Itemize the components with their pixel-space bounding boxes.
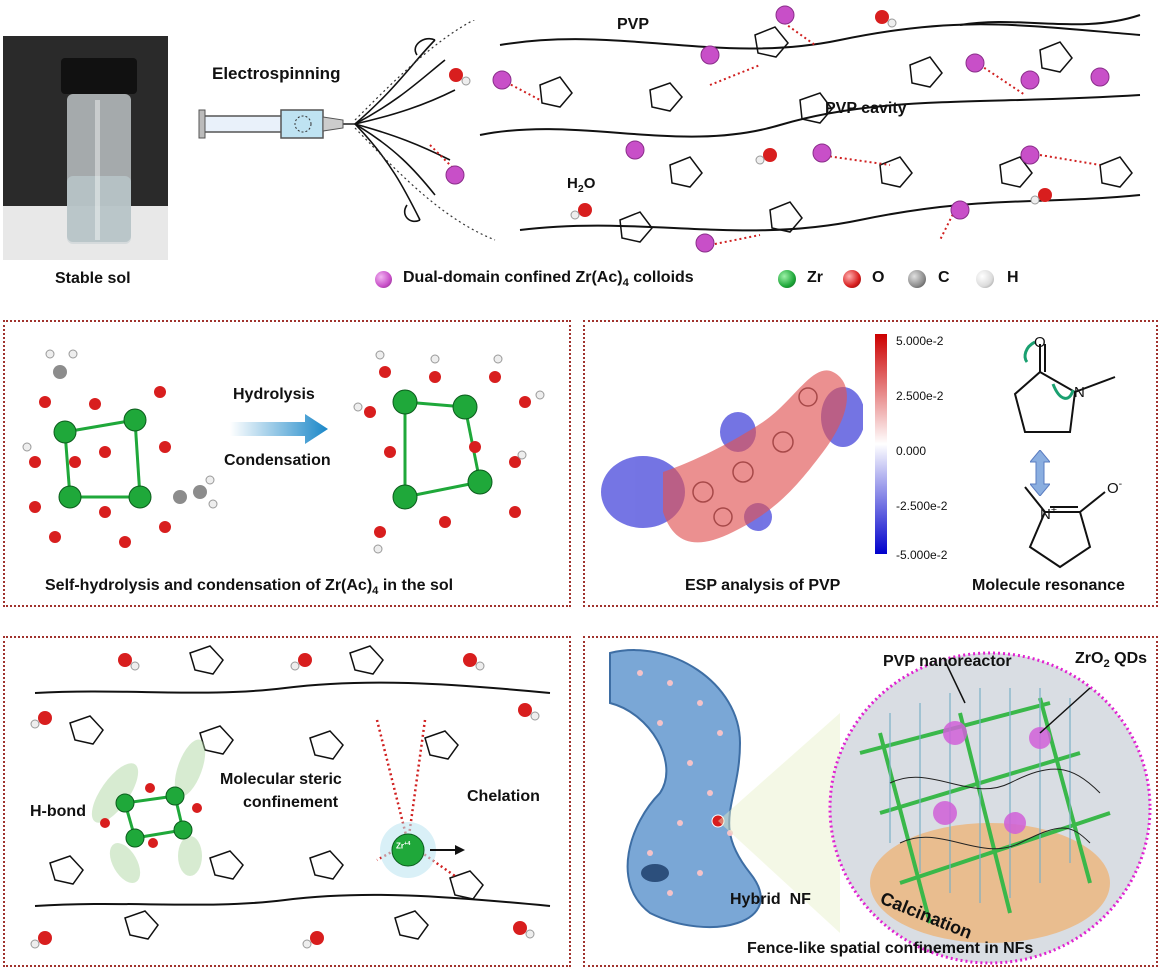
stable-sol-label: Stable sol [55, 270, 131, 287]
legend-o-label: O [872, 269, 885, 286]
esp-color-scale-bar [875, 334, 887, 554]
panel-hydrolysis: Hydrolysis Condensation Self-hydrolysis … [3, 320, 571, 607]
legend-c-label: C [938, 269, 950, 286]
reaction-arrow [230, 414, 328, 444]
syringe-diagram [195, 20, 515, 250]
esp-tick-0: 5.000e-2 [896, 334, 944, 348]
legend-colloid-label: Dual-domain confined Zr(Ac)4 colloids [403, 269, 694, 290]
legend-h-swatch [976, 270, 994, 288]
hybrid-nf-label: Hybrid NF [730, 891, 811, 908]
condensation-label: Condensation [224, 452, 331, 469]
esp-tick-3: -2.500e-2 [896, 499, 948, 513]
legend-o-swatch [843, 270, 861, 288]
steric-confinement-diagram [30, 645, 551, 949]
panel-esp: 5.000e-2 2.500e-2 0.000 -2.500e-2 -5.000… [583, 320, 1158, 607]
pvp-monomer-structure [1013, 340, 1116, 433]
legend-zr-label: Zr [807, 269, 823, 286]
resonance-double-arrow [1030, 450, 1050, 496]
steric-label-line1: Molecular steric [220, 771, 342, 788]
resonance-o-minus-label: O- [1107, 478, 1123, 497]
syringe-plunger [202, 115, 294, 133]
fence-caption: Fence-like spatial confinement in NFs [747, 940, 1034, 957]
legend-colloid-swatch [375, 271, 392, 288]
panel-steric: Zr+4 H-bond Molecular steric confinement… [3, 636, 571, 967]
resonance-o-label: O [1034, 334, 1046, 351]
pvp-cavity-label: PVP cavity [825, 100, 907, 117]
resonance-caption: Molecule resonance [972, 577, 1125, 594]
syringe-barrel [280, 109, 324, 139]
zro2-qds-label: ZrO2 QDs [1075, 650, 1148, 671]
hydrolysis-label: Hydrolysis [233, 386, 315, 403]
legend-c-swatch [908, 270, 926, 288]
chelation-label: Chelation [467, 788, 540, 805]
steric-label-line2: confinement [243, 794, 339, 811]
hydrolyzed-zr-cluster [353, 350, 545, 554]
resonance-n-label: N [1074, 384, 1085, 401]
pvp-chain-network [420, 5, 1160, 260]
pvp-label: PVP [617, 16, 650, 33]
hybrid-nanofiber-illustration [609, 649, 840, 933]
zr-ion-label: Zr+4 [396, 841, 411, 851]
esp-tick-1: 2.500e-2 [896, 389, 944, 403]
resonance-structure [1024, 486, 1106, 569]
fence-confinement-circle [828, 651, 1152, 965]
sol-vial-photo [3, 36, 168, 260]
hydrolysis-caption: Self-hydrolysis and condensation of Zr(A… [45, 577, 454, 598]
esp-molecule-surface [601, 370, 863, 543]
panel-fence: PVP nanoreactor ZrO2 QDs Hybrid NF Calci… [583, 636, 1158, 967]
esp-tick-4: -5.000e-2 [896, 548, 948, 562]
zr-acetate-cluster [22, 349, 218, 548]
hbond-label: H-bond [30, 803, 86, 820]
legend: Dual-domain confined Zr(Ac)4 colloids Zr… [375, 268, 1035, 292]
resonance-n-plus-label: N+ [1040, 504, 1057, 523]
h2o-label: H2O [567, 175, 596, 195]
esp-tick-2: 0.000 [896, 444, 927, 458]
vial-cap [61, 58, 137, 94]
legend-zr-swatch [778, 270, 796, 288]
legend-h-label: H [1007, 269, 1019, 286]
esp-caption: ESP analysis of PVP [685, 577, 841, 594]
pvp-nanoreactor-label: PVP nanoreactor [883, 653, 1012, 670]
electrospinning-label: Electrospinning [212, 64, 341, 83]
